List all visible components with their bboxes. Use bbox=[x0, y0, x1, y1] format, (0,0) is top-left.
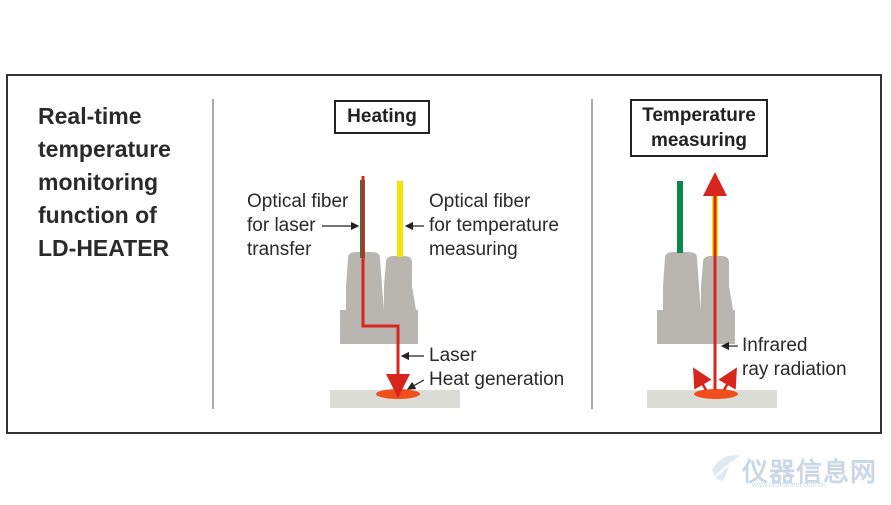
label-line: for laser bbox=[247, 215, 316, 236]
title-line: monitoring bbox=[38, 169, 159, 195]
diagram-frame bbox=[6, 74, 882, 434]
measuring-base-plate bbox=[647, 390, 777, 408]
measuring-housing-left bbox=[657, 252, 701, 344]
watermark-url: www.instrument.com.cn bbox=[752, 482, 826, 489]
heating-box: Heating bbox=[334, 100, 430, 134]
radiation-arrow-right bbox=[718, 367, 737, 391]
title-line: Real-time bbox=[38, 103, 142, 129]
measuring-hotspot bbox=[694, 389, 738, 399]
label-line: for temperature bbox=[429, 215, 559, 236]
laser-label: Laser bbox=[429, 345, 477, 366]
fiber-temp-label: Optical fiber for temperature measuring bbox=[429, 190, 559, 262]
radiation-arrow-left bbox=[693, 367, 712, 391]
measuring-green-fiber bbox=[677, 181, 683, 253]
leader-heat bbox=[406, 379, 425, 390]
label-line: measuring bbox=[429, 239, 518, 260]
title-line: function of bbox=[38, 202, 157, 228]
label-line: transfer bbox=[247, 239, 312, 260]
label-line: Optical fiber bbox=[429, 191, 531, 212]
fiber-laser-label: Optical fiber for laser transfer bbox=[247, 190, 348, 262]
label-line: ray radiation bbox=[742, 359, 847, 380]
watermark-logo-icon bbox=[712, 455, 740, 481]
title-line: temperature bbox=[38, 136, 171, 162]
infrared-label: Infrared ray radiation bbox=[742, 334, 847, 382]
label-line: Infrared bbox=[742, 335, 808, 356]
divider-left bbox=[212, 99, 214, 409]
title-line: LD-HEATER bbox=[38, 235, 170, 261]
label-line: Optical fiber bbox=[247, 191, 349, 212]
heating-yellow-fiber bbox=[397, 181, 403, 257]
heating-box-label: Heating bbox=[347, 106, 417, 127]
measuring-box-line: Temperature bbox=[642, 105, 756, 126]
measuring-assembly bbox=[647, 172, 777, 408]
heating-assembly bbox=[322, 176, 460, 408]
watermark-text: 仪器信息网 bbox=[742, 457, 878, 487]
temperature-measuring-box: Temperature measuring bbox=[630, 99, 768, 157]
heating-laser-path bbox=[361, 176, 410, 398]
heating-housing-right bbox=[376, 256, 418, 344]
divider-right bbox=[591, 99, 593, 409]
heating-hotspot bbox=[376, 389, 420, 399]
heat-generation-label: Heat generation bbox=[429, 369, 565, 390]
diagram-title: Real-time temperature monitoring functio… bbox=[38, 100, 171, 265]
measuring-box-line: measuring bbox=[650, 130, 748, 151]
heating-base-plate bbox=[330, 390, 460, 408]
